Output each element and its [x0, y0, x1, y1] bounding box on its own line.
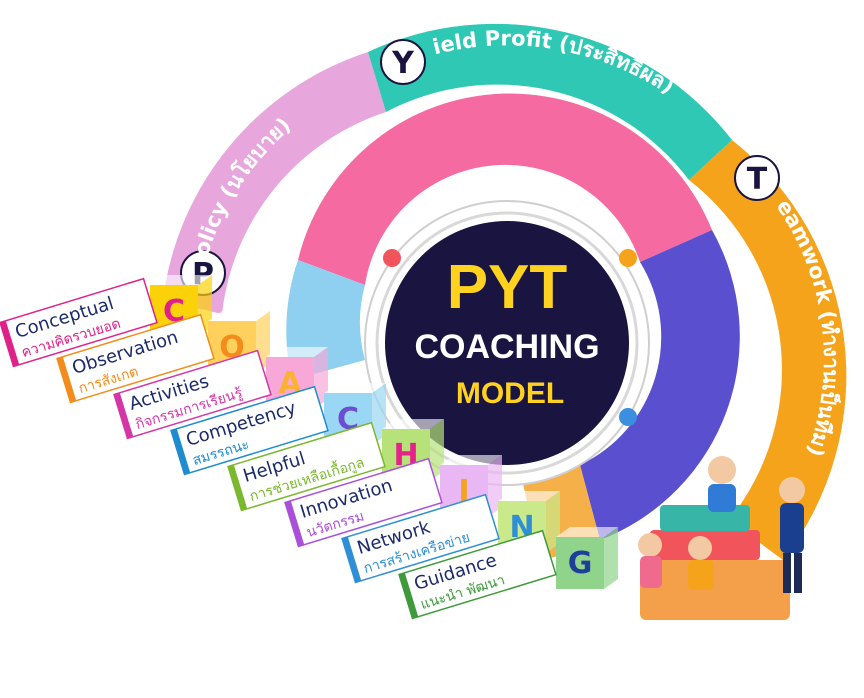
hub-title: PYT — [447, 253, 568, 322]
hub-model: MODEL — [456, 377, 564, 410]
arc-initial-t: T — [734, 155, 780, 201]
hub: PYT COACHING MODEL — [364, 200, 650, 486]
hub-circle — [385, 221, 629, 465]
arc-policy — [163, 52, 386, 314]
student-head — [708, 456, 736, 484]
outer-ring — [163, 23, 847, 560]
inner-segment-purple — [580, 230, 740, 540]
hub-dot-orange — [619, 249, 637, 267]
hub-dot-red — [383, 249, 401, 267]
arc-initial-y: Y — [380, 39, 426, 85]
coaching-block-8: G — [556, 527, 618, 589]
hub-dot-blue — [619, 408, 637, 426]
svg-text:Y: Y — [391, 46, 415, 81]
coaching-letter: G — [568, 546, 593, 581]
coaching-letter: I — [458, 474, 469, 509]
hub-subtitle: COACHING — [414, 328, 599, 366]
arc-teamwork — [689, 140, 847, 560]
svg-text:T: T — [747, 162, 768, 197]
students-illustration — [638, 456, 805, 620]
arc-yield-profit — [368, 23, 732, 180]
inner-segment-pink — [298, 93, 712, 285]
coaching-letter: C — [163, 294, 185, 329]
